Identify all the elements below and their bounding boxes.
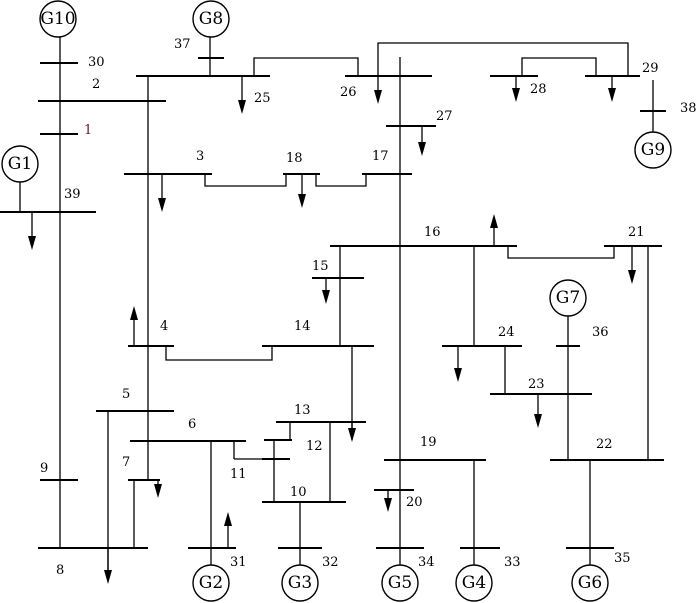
bus-label: 16 [424, 225, 441, 240]
branch-line [507, 246, 615, 259]
buses [0, 57, 666, 549]
load-arrow-down [28, 212, 36, 250]
bus-label: 32 [322, 555, 339, 570]
bus-label: 1 [84, 123, 92, 138]
generator-label: G5 [388, 573, 412, 593]
branch-line [165, 346, 273, 361]
generator-g2: G2 [192, 564, 230, 602]
bus-label: 25 [254, 91, 271, 106]
load-arrow-down [512, 76, 520, 102]
generator-label: G1 [8, 154, 32, 174]
bus-label: 17 [372, 149, 389, 164]
load-arrow-down [298, 174, 306, 208]
branch-line [253, 57, 359, 76]
generator-g8: G8 [192, 0, 230, 38]
bus-label: 9 [40, 461, 48, 476]
bus-label: 3 [196, 149, 204, 164]
bus-label: 26 [340, 85, 357, 100]
generator-g3: G3 [281, 564, 319, 602]
bus-label: 8 [56, 563, 64, 578]
generators: G10 G8 G1 G9 G7 G2 G3 G5 [1, 0, 672, 602]
load-arrow-down [608, 76, 616, 102]
bus-label: 10 [290, 485, 307, 500]
generator-g10: G10 [39, 0, 77, 38]
generator-label: G10 [40, 9, 75, 29]
bus-label: 23 [528, 377, 545, 392]
bus-label: 4 [160, 319, 168, 334]
load-arrows [28, 76, 636, 584]
bus-label: 36 [592, 325, 609, 340]
bus-label: 22 [596, 437, 613, 452]
load-arrow-down [374, 76, 382, 104]
load-arrow-up [130, 306, 138, 346]
generator-g9: G9 [634, 131, 672, 169]
generator-label: G2 [199, 573, 223, 593]
bus-label: 21 [628, 225, 645, 240]
generator-g5: G5 [381, 564, 419, 602]
bus-label: 6 [188, 417, 196, 432]
bus-label: 38 [680, 101, 697, 116]
bus-label: 19 [420, 435, 437, 450]
bus-label: 33 [504, 555, 521, 570]
bus-label: 34 [418, 555, 435, 570]
load-arrow-down [104, 548, 112, 584]
bus-label: 11 [230, 467, 247, 482]
bus-label: 35 [614, 551, 631, 566]
bus-labels: 30 37 2 1 25 26 29 28 38 27 3 18 17 39 1… [40, 37, 697, 578]
bus-label: 24 [498, 325, 515, 340]
load-arrow-down [322, 278, 330, 304]
load-arrow-up [224, 512, 232, 548]
bus-label: 20 [406, 495, 423, 510]
load-arrow-down [384, 490, 392, 512]
connection-lines [19, 36, 654, 580]
bus-label: 39 [64, 187, 81, 202]
generator-g1: G1 [1, 145, 39, 183]
bus-label: 29 [642, 61, 659, 76]
branch-line [315, 174, 367, 187]
bus-label: 28 [530, 82, 547, 97]
load-arrow-up [490, 214, 498, 246]
load-arrow-down [154, 480, 162, 498]
load-arrow-down [628, 246, 636, 284]
bus-label: 13 [294, 403, 311, 418]
generator-g7: G7 [549, 279, 587, 317]
bus-label: 12 [306, 439, 323, 454]
generator-label: G3 [288, 573, 312, 593]
generator-label: G8 [199, 9, 223, 29]
generator-label: G6 [578, 573, 602, 593]
generator-g6: G6 [571, 564, 609, 602]
generator-label: G7 [556, 288, 580, 308]
branch-line [204, 174, 287, 187]
bus-label: 14 [294, 319, 311, 334]
generator-g4: G4 [455, 564, 493, 602]
load-arrow-down [348, 422, 356, 442]
bus-label: 15 [312, 259, 329, 274]
bus-label: 30 [88, 55, 105, 70]
generator-label: G4 [462, 573, 486, 593]
load-arrow-down [534, 394, 542, 428]
load-arrow-down [454, 346, 462, 382]
generator-label: G9 [641, 140, 665, 160]
bus-label: 5 [122, 387, 130, 402]
bus-label: 27 [436, 109, 453, 124]
load-arrow-down [418, 126, 426, 156]
branch-line [521, 57, 597, 76]
bus-label: 18 [286, 151, 303, 166]
bus-label: 7 [122, 455, 130, 470]
load-arrow-down [238, 76, 246, 114]
bus-label: 31 [230, 555, 247, 570]
branch-line [377, 42, 629, 76]
bus-label: 37 [174, 37, 191, 52]
load-arrow-down [158, 174, 166, 212]
bus-label: 2 [92, 77, 100, 92]
